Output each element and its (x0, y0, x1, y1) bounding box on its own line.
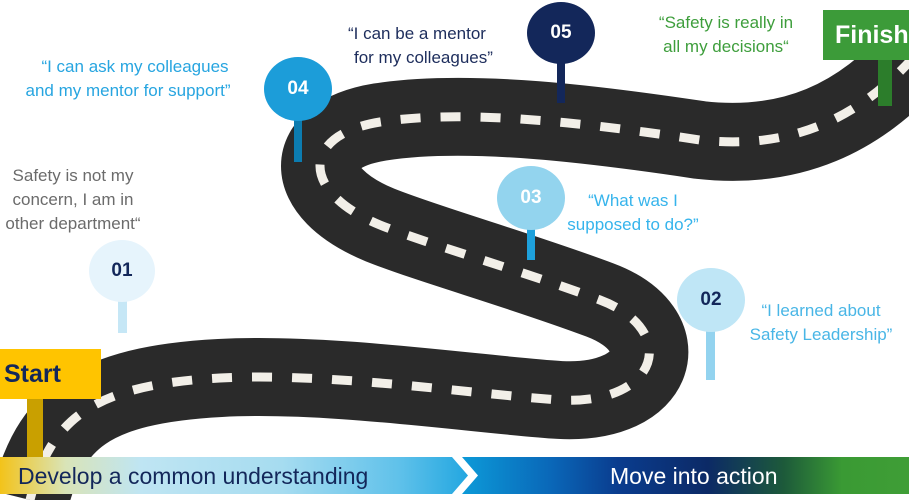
phase-banner: Develop a common understanding Move into… (0, 457, 909, 494)
start-sign-label: Start (4, 359, 61, 388)
milestone-01-pole (118, 295, 127, 333)
milestone-01-quote: Safety is not my concern, I am in other … (5, 166, 141, 233)
milestone-02-marker[interactable]: 02 (677, 268, 745, 332)
phase-develop-understanding-label: Develop a common understanding (18, 463, 369, 489)
milestone-02-pole (706, 320, 715, 380)
milestone-02-quote: “I learned about Safety Leadership” (749, 301, 893, 344)
milestone-04-quote: “I can ask my colleagues and my mentor f… (25, 57, 231, 100)
milestone-01-number: 01 (111, 260, 133, 281)
phase-move-into-action-label: Move into action (610, 463, 778, 489)
milestone-05-quote: “I can be a mentor for my colleagues” (348, 24, 493, 67)
phase-move-into-action: Move into action (462, 457, 909, 494)
road-center-dashes (25, 55, 909, 500)
start-sign[interactable]: Start (0, 349, 101, 399)
road-surface (0, 24, 909, 500)
start-sign-pole (27, 395, 43, 457)
milestone-04-number: 04 (287, 78, 309, 99)
finish-sign[interactable]: Finish (823, 10, 909, 60)
milestone-04-pole (294, 112, 302, 162)
finish-quote: “Safety is really in all my decisions“ (658, 13, 794, 56)
milestone-05-pole (557, 55, 565, 103)
phase-develop-understanding: Develop a common understanding (0, 457, 470, 494)
finish-sign-pole (878, 58, 892, 106)
milestone-03-number: 03 (520, 187, 542, 208)
milestone-05-number: 05 (550, 22, 572, 43)
milestone-05-marker[interactable]: 05 (527, 2, 595, 64)
milestone-03-marker[interactable]: 03 (497, 166, 565, 230)
milestone-02-number: 02 (700, 289, 722, 310)
milestone-03-quote: “What was I supposed to do?” (567, 191, 699, 234)
milestone-03-pole (527, 225, 535, 260)
milestone-04-marker[interactable]: 04 (264, 57, 332, 121)
milestone-01-marker[interactable]: 01 (89, 240, 155, 302)
finish-sign-label: Finish (835, 20, 909, 49)
